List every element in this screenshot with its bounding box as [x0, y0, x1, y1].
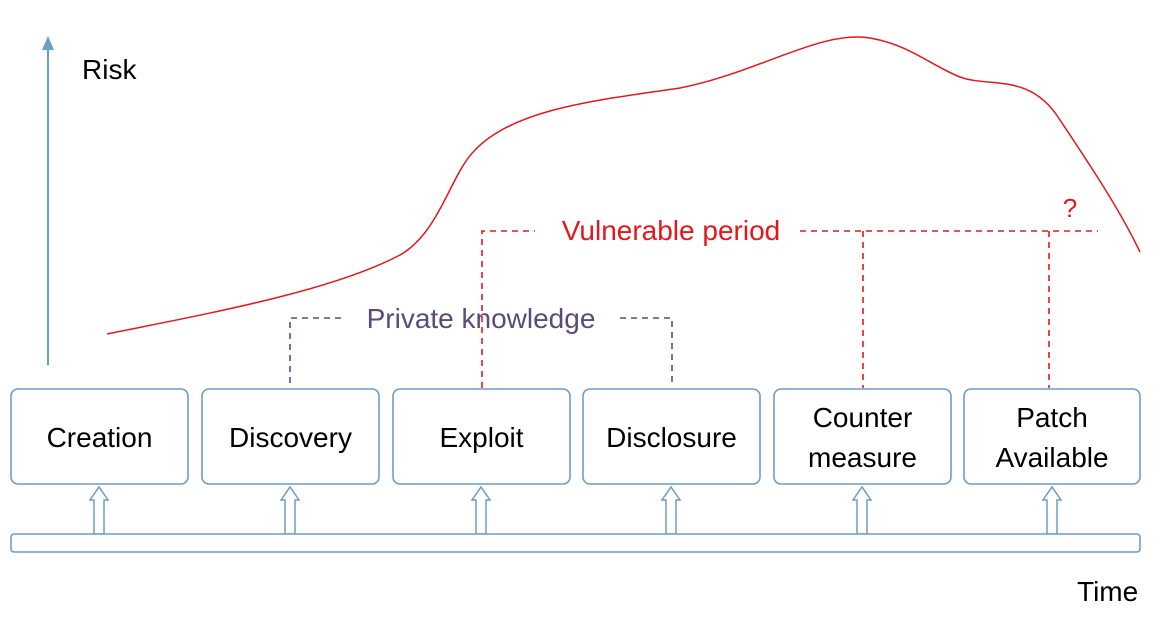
stage-discovery: Discovery [201, 388, 380, 485]
timeline-arrow [1041, 485, 1063, 535]
stage-label: Exploit [439, 422, 523, 453]
stage-patch-available: Patch Available [963, 388, 1141, 485]
stage-label-line-1: Patch [1016, 402, 1088, 433]
private-knowledge-bracket [289, 317, 673, 383]
stage-creation: Creation [10, 388, 189, 485]
stage-label-line-2: Available [995, 442, 1108, 473]
uncertain-end-mark: ? [1063, 193, 1077, 223]
stage-box [10, 388, 189, 485]
stage-exploit: Exploit [392, 388, 571, 485]
timeline-arrow [88, 485, 110, 535]
risk-axis-label: Risk [82, 54, 137, 85]
stage-box [582, 388, 761, 485]
timeline-arrow [660, 485, 682, 535]
stage-box [201, 388, 380, 485]
stage-label: Creation [47, 422, 153, 453]
stage-counter-measure: Counter measure [773, 388, 952, 485]
stage-label: Disclosure [606, 422, 737, 453]
stage-box [963, 388, 1141, 485]
vulnerable-period-bracket [481, 230, 1098, 388]
timeline-arrow [851, 485, 873, 535]
stage-label: Discovery [229, 422, 352, 453]
risk-axis [42, 36, 54, 365]
stage-box [392, 388, 571, 485]
stage-label-line-1: Counter [813, 402, 913, 433]
vulnerable-period-label: Vulnerable period [562, 215, 780, 246]
timeline-arrows [88, 485, 1063, 535]
stage-label-line-2: measure [808, 442, 917, 473]
private-knowledge-label: Private knowledge [367, 303, 596, 334]
timeline-arrow [279, 485, 301, 535]
risk-curve [106, 36, 1141, 335]
time-axis-label: Time [1077, 576, 1138, 607]
timeline-arrow [470, 485, 492, 535]
stage-disclosure: Disclosure [582, 388, 761, 485]
timeline-bar [10, 533, 1141, 553]
stage-box [773, 388, 952, 485]
